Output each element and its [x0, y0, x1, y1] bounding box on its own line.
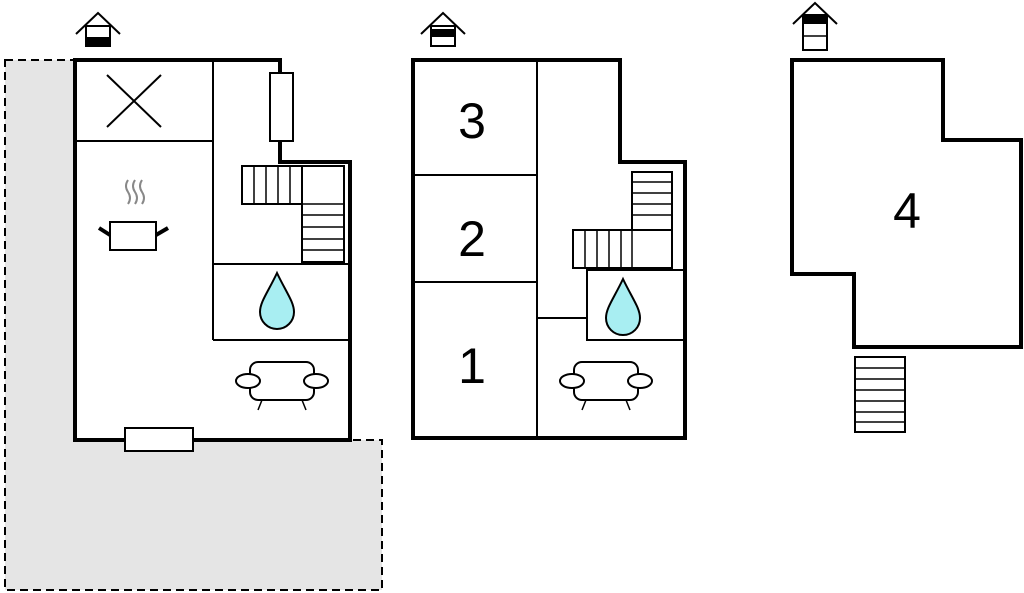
sofa-icon: [559, 361, 653, 411]
stairs-icon: [854, 356, 906, 433]
stairs-icon: [241, 165, 345, 263]
cooking-pot-icon: [97, 179, 170, 251]
bathroom-wall: [586, 269, 686, 341]
house-level-first-icon: [420, 11, 466, 47]
window-icon: [124, 427, 194, 452]
sofa-icon: [235, 361, 329, 411]
stairs-icon: [572, 171, 673, 269]
second-floor-outline: [790, 58, 1023, 349]
room-number: 2: [458, 211, 486, 267]
window-icon: [269, 72, 294, 142]
water-drop-icon: [604, 276, 642, 336]
house-level-ground-icon: [75, 11, 121, 47]
stove-x-icon: [106, 74, 162, 128]
floor-plan-second: 4: [790, 1, 1023, 433]
house-level-second-icon: [792, 1, 838, 51]
floor-plan-first: 3 2 1: [411, 11, 687, 440]
first-floor-outline: [411, 58, 687, 440]
room-number: 3: [458, 93, 486, 149]
water-drop-icon: [258, 270, 296, 330]
floor-plan-ground: [4, 11, 383, 591]
room-number: 4: [893, 183, 921, 239]
room-number: 1: [458, 338, 486, 394]
